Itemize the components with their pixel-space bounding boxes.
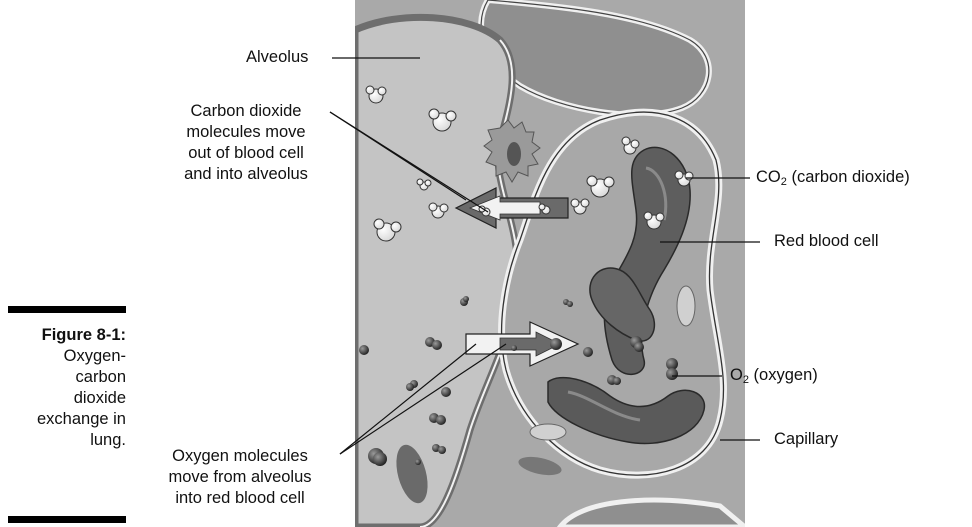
label-line: molecules move — [162, 122, 330, 143]
label-line: move from alveolus — [150, 467, 330, 488]
label-line: Oxygen molecules — [150, 446, 330, 467]
label-line: into red blood cell — [150, 488, 330, 509]
label-o2: O2 (oxygen) — [730, 365, 818, 386]
label-co2: CO2 (carbon dioxide) — [756, 167, 910, 188]
label-o2-movement: Oxygen molecules move from alveolus into… — [150, 446, 330, 509]
label-line: out of blood cell — [162, 143, 330, 164]
label-alveolus: Alveolus — [246, 47, 308, 68]
label-capillary: Capillary — [774, 429, 838, 450]
label-red-blood-cell: Red blood cell — [774, 231, 879, 252]
label-line: Carbon dioxide — [162, 101, 330, 122]
label-co2-movement: Carbon dioxide molecules move out of blo… — [162, 101, 330, 185]
label-line: and into alveolus — [162, 164, 330, 185]
